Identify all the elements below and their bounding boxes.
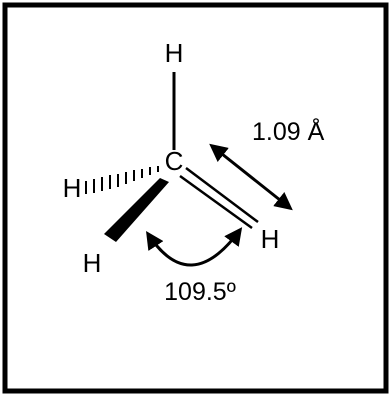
bond-length-label: 1.09 Å [252, 116, 325, 146]
bond-right [185, 167, 259, 223]
diagram-border [2, 2, 389, 394]
bond-left-dashed [85, 166, 159, 194]
bond-length-arrow [209, 143, 293, 211]
atom-h-top: H [165, 38, 184, 68]
atom-h-right: H [261, 224, 280, 254]
bond-angle-label: 109.5º [164, 278, 236, 306]
atom-c-center: C [165, 146, 184, 176]
atom-h-front: H [83, 248, 102, 278]
atom-h-left: H [63, 173, 82, 203]
bond-right-shadow [179, 174, 253, 230]
bond-angle-arrow [146, 227, 243, 267]
bond-front-wedge [104, 178, 169, 242]
